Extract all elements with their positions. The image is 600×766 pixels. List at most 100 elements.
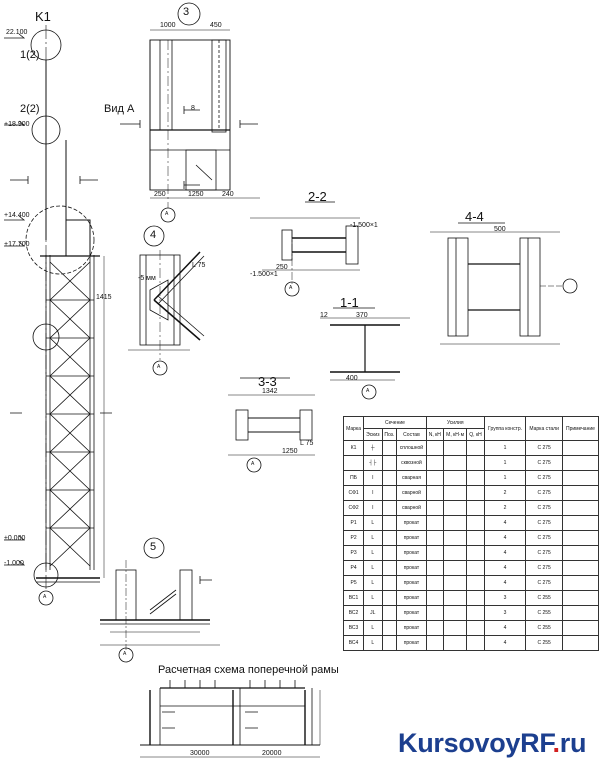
hdr-comp: Состав: [396, 428, 427, 441]
cell-mark: Р3: [342, 545, 365, 561]
elev-14: +14.400: [4, 212, 30, 219]
node-marker-5: 5: [150, 541, 157, 553]
section-title-3-3: 3-3: [258, 374, 277, 389]
node-marker-2: 2(2): [20, 103, 40, 115]
hdr-m: M, кН·м: [442, 428, 468, 441]
cell-mark: ВС1: [342, 590, 365, 606]
cell-mark: Р2: [342, 530, 365, 546]
callout-l75b: L 75: [300, 440, 314, 447]
watermark-dot: .: [552, 728, 561, 758]
watermark-tld: ru: [559, 728, 587, 758]
dim-1342: 1342: [262, 388, 278, 395]
cell-mark: СФ2: [342, 500, 365, 516]
hdr-steel: Марка стали: [525, 416, 563, 441]
hdr-mark: Марка: [342, 416, 365, 441]
cell-comp: прокат: [396, 620, 427, 636]
view-label: Вид А: [104, 103, 135, 115]
section-title-4-4: 4-4: [465, 209, 484, 224]
frame-scheme: [140, 680, 321, 758]
dim-500: 500: [494, 226, 506, 233]
watermark-main: KursovoyRF: [398, 728, 553, 758]
dim-250: 250: [154, 191, 166, 198]
cell-scheme: L: [363, 635, 383, 651]
cell-scheme: L: [363, 575, 383, 591]
cell-scheme: L: [363, 620, 383, 636]
cell-comp: прокат: [396, 575, 427, 591]
cell-steel: С 275: [525, 545, 563, 561]
cell-comp: сварная: [396, 470, 427, 486]
cell-steel: С 275: [525, 440, 563, 456]
cell-steel: С 255: [525, 635, 563, 651]
section-title-2-2: 2-2: [308, 189, 327, 204]
cell-scheme: L: [363, 590, 383, 606]
cell-scheme: I: [363, 470, 383, 486]
cell-mark: К1: [342, 440, 365, 456]
cell-mark: Р4: [342, 560, 365, 576]
cell-group: 4: [483, 515, 527, 531]
elev-17: +17.700: [4, 241, 30, 248]
cell-group: 4: [483, 575, 527, 591]
hdr-forces: Усилия: [425, 416, 485, 429]
cell-mark: Р5: [342, 575, 365, 591]
dim-1250b: 1250: [282, 448, 298, 455]
watermark-logo: KursovoyRF.ru: [398, 728, 586, 759]
dim-250b: 250: [276, 264, 288, 271]
cell-group: 4: [483, 635, 527, 651]
axis-label-n5: A: [123, 651, 127, 657]
cell-steel: С 275: [525, 455, 563, 471]
cell-group: 3: [483, 590, 527, 606]
axis-label-n3: A: [165, 211, 169, 217]
node-marker-1: 1(2): [20, 49, 40, 61]
cell-mark: ВС4: [342, 635, 365, 651]
spec-header-row: Марка Сечение Усилия Группа констр. Марк…: [342, 416, 600, 441]
axis-label-s11: A: [366, 388, 370, 394]
section-1-1: [320, 307, 410, 400]
cell-group: 2: [483, 485, 527, 501]
callout-c5: -5 мм: [138, 275, 156, 282]
dim-8: 8: [191, 105, 195, 112]
hdr-pos: Поз.: [381, 428, 398, 441]
cell-group: 1: [483, 455, 527, 471]
cell-mark: ПБ: [342, 470, 365, 486]
axis-label-s22: A: [289, 285, 293, 291]
hdr-note: Примеча­ние: [561, 416, 600, 441]
hdr-q: Q, кН: [466, 428, 485, 441]
cell-comp: прокат: [396, 545, 427, 561]
cell-steel: С 255: [525, 620, 563, 636]
spec-table: Марка Сечение Усилия Группа констр. Марк…: [342, 416, 600, 651]
cell-comp: прокат: [396, 560, 427, 576]
cell-comp: прокат: [396, 530, 427, 546]
axis-label-s33: A: [251, 461, 255, 467]
cell-group: 4: [483, 620, 527, 636]
cell-steel: С 275: [525, 560, 563, 576]
column-elevation: [4, 25, 112, 606]
cell-scheme: ┼: [363, 440, 383, 456]
dim-1250: 1250: [188, 191, 204, 198]
node-3-detail: [120, 2, 260, 223]
cell-mark: [342, 455, 365, 471]
cell-comp: прокат: [396, 605, 427, 621]
hdr-group: Группа констр.: [483, 416, 527, 441]
dim-20000: 20000: [262, 750, 282, 757]
cell-scheme: I: [363, 500, 383, 516]
cell-group: 4: [483, 560, 527, 576]
cell-group: 1: [483, 470, 527, 486]
dim-240: 240: [222, 191, 234, 198]
cell-comp: прокат: [396, 515, 427, 531]
node-marker-3: 3: [183, 6, 190, 18]
cell-comp: сплошной: [396, 440, 427, 456]
cell-group: 4: [483, 530, 527, 546]
cell-comp: прокат: [396, 590, 427, 606]
dim-1000: 1000: [160, 22, 176, 29]
